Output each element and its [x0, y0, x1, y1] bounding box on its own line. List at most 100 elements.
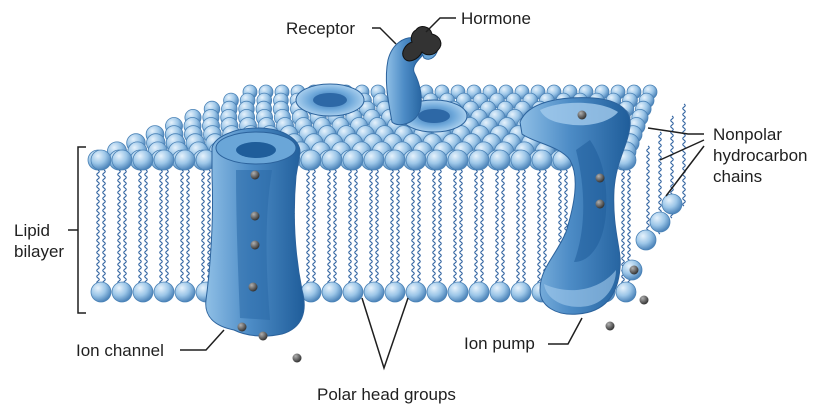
hydrocarbon-tail [683, 104, 686, 206]
polar-head [133, 150, 153, 170]
polar-head [616, 282, 636, 302]
hydrocarbon-tail [538, 170, 541, 284]
ion [249, 283, 258, 292]
polar-head [469, 150, 489, 170]
hydrocarbon-tail [118, 170, 121, 284]
polar-head [154, 150, 174, 170]
polar-head [650, 212, 670, 232]
polar-head [91, 150, 111, 170]
ion-pump-label: Ion pump [464, 334, 535, 353]
ion-channel-label: Ion channel [76, 341, 164, 360]
polar-head [662, 194, 682, 214]
receptor-leader [372, 28, 396, 44]
ion [259, 332, 268, 341]
hydrocarbon-tail [313, 170, 316, 284]
polar-head [175, 282, 195, 302]
polar-head [406, 150, 426, 170]
hydrocarbon-tail [439, 170, 442, 284]
polar-head [112, 150, 132, 170]
hydrocarbon-tail [349, 170, 352, 284]
polar-head-groups-label: Polar head groups [317, 385, 456, 404]
ion [606, 322, 615, 331]
polar-head [175, 150, 195, 170]
ion-channel-protein [206, 128, 304, 336]
hydrocarbon-tail [517, 170, 520, 284]
hydrocarbon-tail [124, 170, 127, 284]
ion-pump-protein [520, 98, 630, 315]
ion [578, 111, 587, 120]
polar-heads-leader [362, 298, 408, 368]
polar-head [154, 282, 174, 302]
hydrocarbon-tail [160, 170, 163, 284]
hydrocarbon-tail [97, 170, 100, 284]
lipid-bilayer-label: Lipid bilayer [14, 220, 64, 262]
polar-head [532, 150, 552, 170]
hydrocarbon-tail [181, 170, 184, 284]
polar-head [511, 150, 531, 170]
polar-head [636, 230, 656, 250]
hydrocarbon-tail [460, 170, 463, 284]
polar-head [133, 282, 153, 302]
polar-head [490, 150, 510, 170]
polar-head [427, 150, 447, 170]
polar-head [406, 282, 426, 302]
polar-head [91, 282, 111, 302]
ion-channel-leader [180, 330, 224, 350]
ion [251, 241, 260, 250]
polar-head [448, 150, 468, 170]
polar-head [364, 150, 384, 170]
hydrocarbon-tail [391, 170, 394, 284]
nonpolar-leader [648, 128, 704, 196]
hydrocarbon-tail [307, 170, 310, 284]
hydrocarbon-tail [370, 170, 373, 284]
polar-head [448, 282, 468, 302]
ion [640, 296, 649, 305]
polar-head [511, 282, 531, 302]
hydrocarbon-tail [454, 170, 457, 284]
hydrocarbon-tail [187, 170, 190, 284]
hydrocarbon-tail [202, 170, 205, 284]
hydrocarbon-tail [502, 170, 505, 284]
polar-head [301, 150, 321, 170]
receptor-label: Receptor [286, 19, 355, 38]
hydrocarbon-tail [523, 170, 526, 284]
polar-head [469, 282, 489, 302]
ion [251, 171, 260, 180]
ion [251, 212, 260, 221]
ion [238, 323, 247, 332]
hydrocarbon-tail [355, 170, 358, 284]
polar-head [490, 282, 510, 302]
hydrocarbon-tail [328, 170, 331, 284]
ion-pump-leader [548, 318, 582, 344]
hydrocarbon-tail [334, 170, 337, 284]
hydrocarbon-tail [139, 170, 142, 284]
polar-head [385, 150, 405, 170]
hydrocarbon-tail [496, 170, 499, 284]
hydrocarbon-tail [418, 170, 421, 284]
surface-protein-ring [296, 84, 364, 116]
polar-head [427, 282, 447, 302]
polar-head [322, 150, 342, 170]
polar-head [343, 282, 363, 302]
hydrocarbon-tail [166, 170, 169, 284]
hormone-label: Hormone [461, 9, 531, 28]
nonpolar-chains-label: Nonpolar hydrocarbon chains [713, 124, 808, 187]
hydrocarbon-tail [376, 170, 379, 284]
bilayer-bracket [68, 147, 86, 313]
polar-head [112, 282, 132, 302]
hydrocarbon-tail [433, 170, 436, 284]
hydrocarbon-tail [412, 170, 415, 284]
polar-head [322, 282, 342, 302]
ion [293, 354, 302, 363]
polar-head [343, 150, 363, 170]
polar-head [364, 282, 384, 302]
hydrocarbon-tail [481, 170, 484, 284]
ion [630, 266, 639, 275]
ion [596, 174, 605, 183]
hydrocarbon-tail [145, 170, 148, 284]
hydrocarbon-tail [397, 170, 400, 284]
hydrocarbon-tail [475, 170, 478, 284]
ion [596, 200, 605, 209]
polar-head [385, 282, 405, 302]
